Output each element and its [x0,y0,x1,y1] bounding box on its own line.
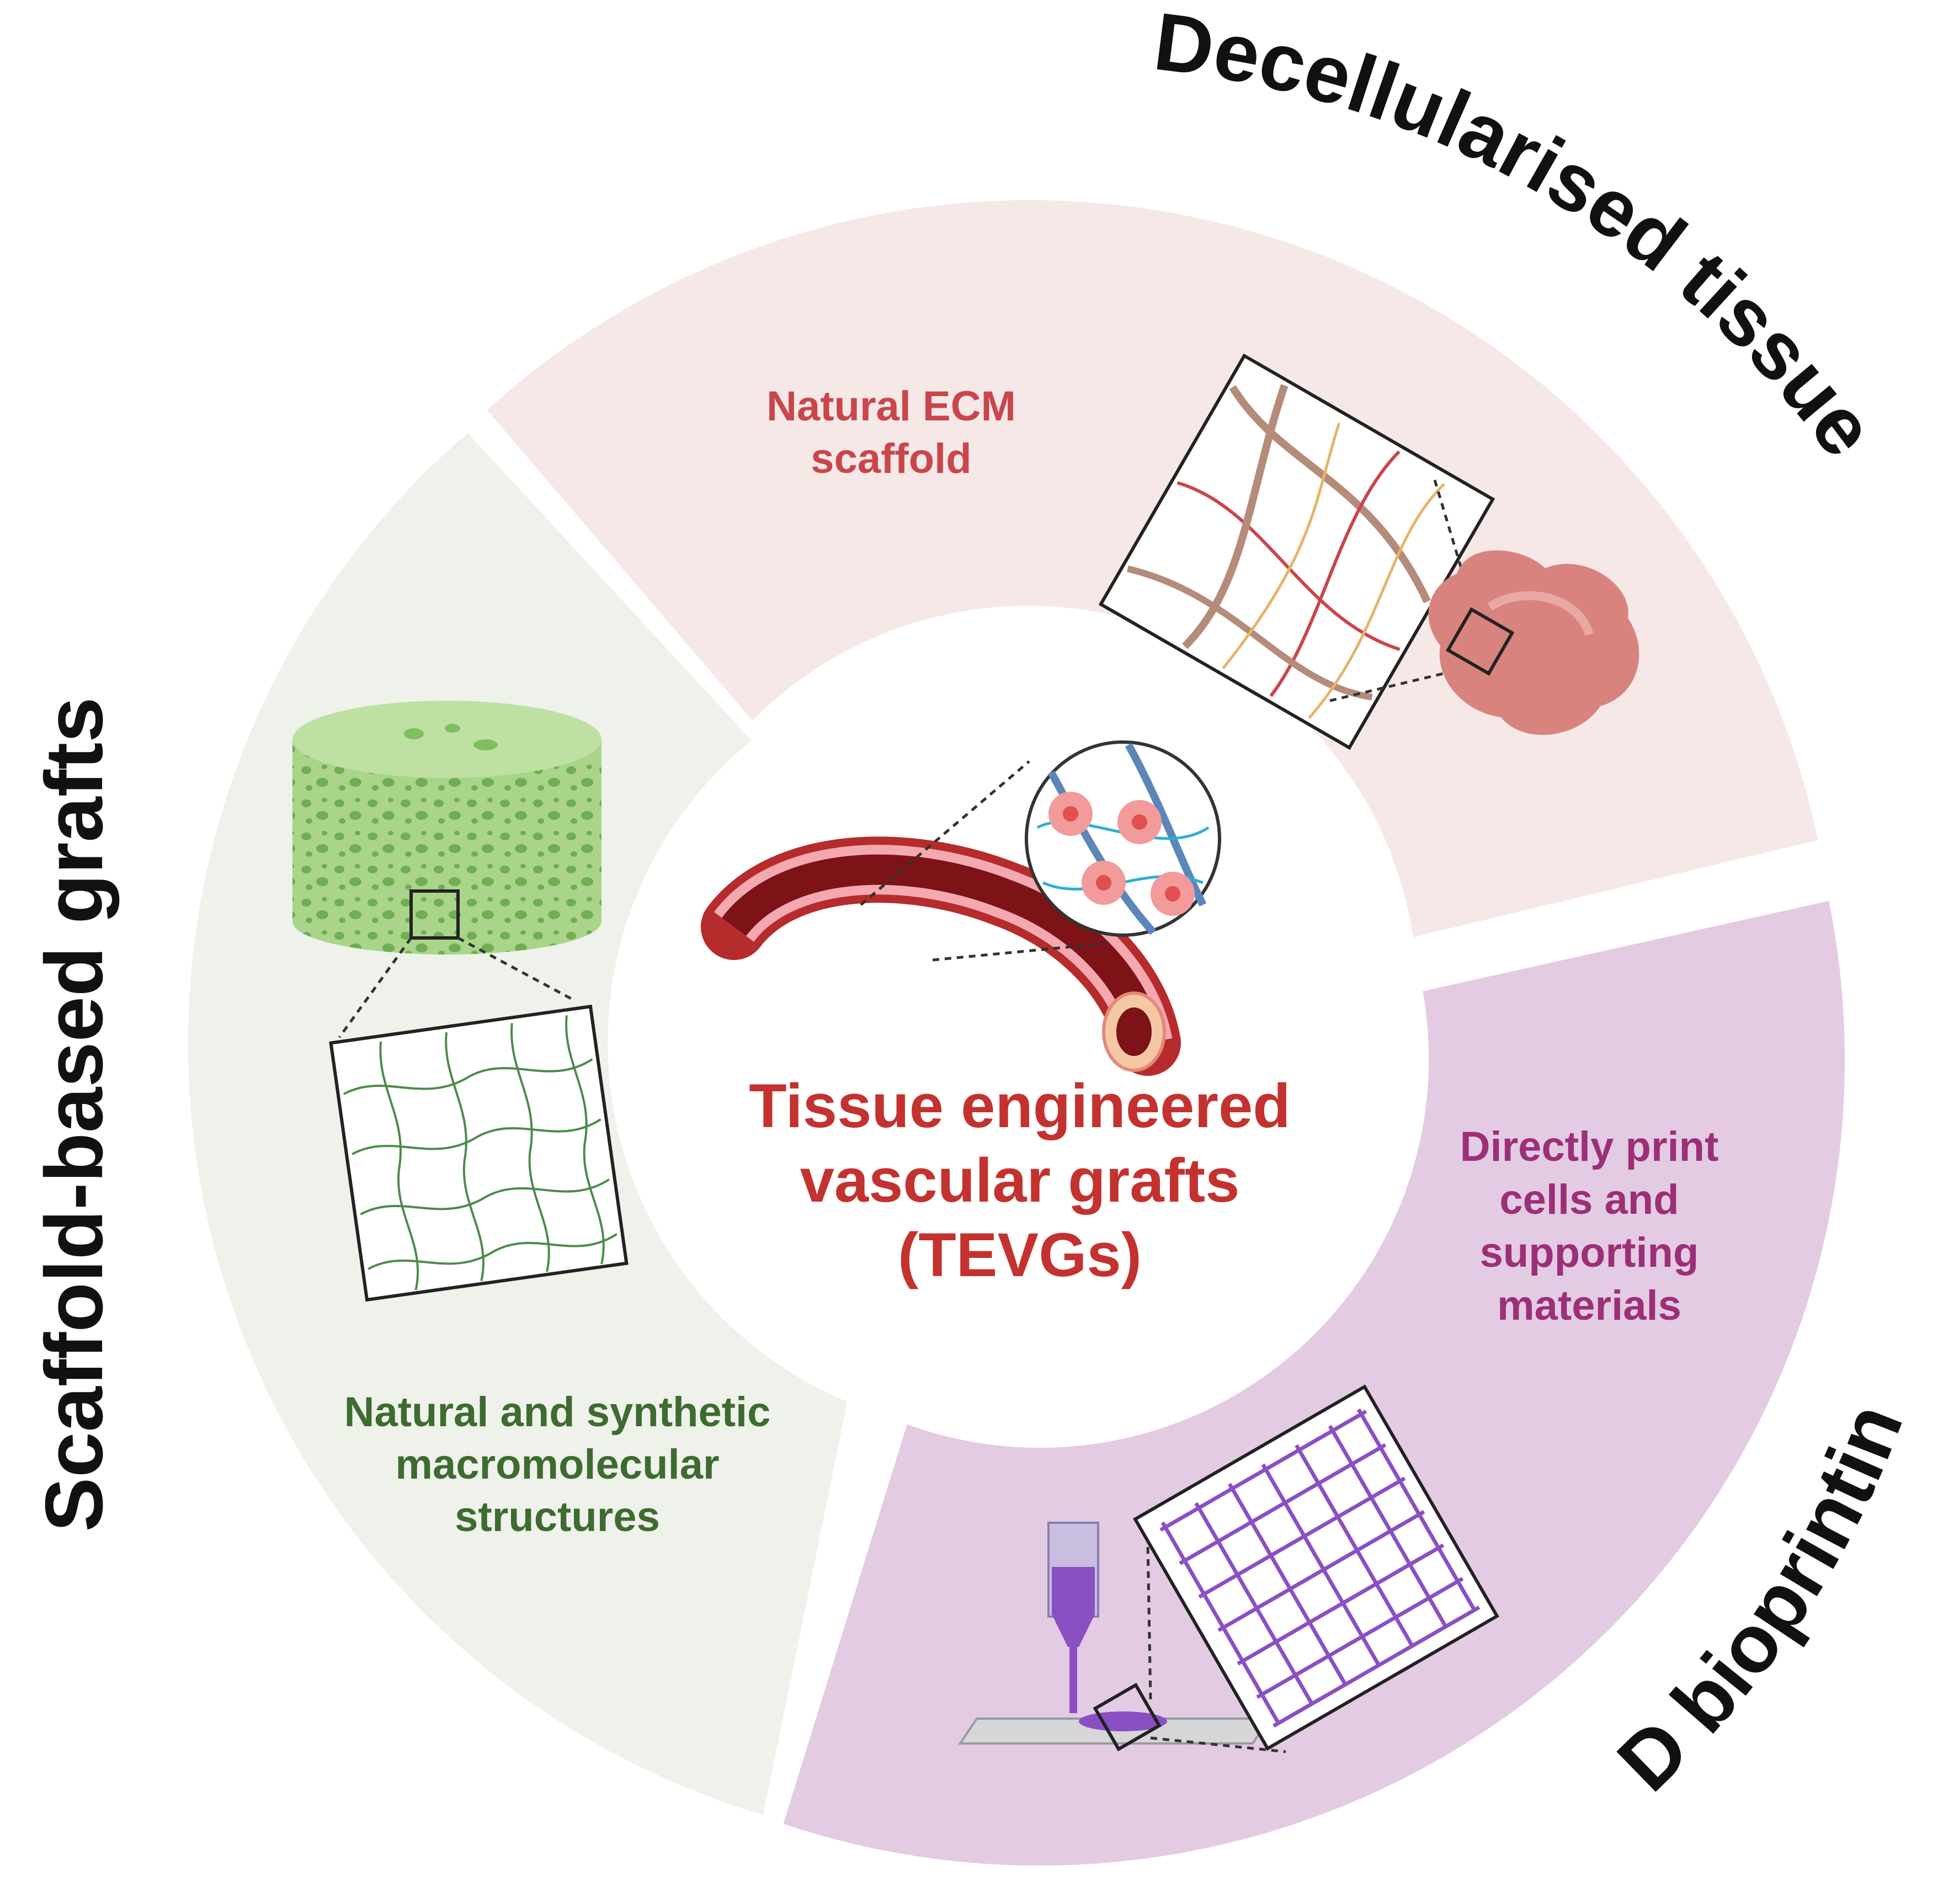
scaffold-description-line-2: macromolecular [395,1441,719,1488]
scaffold-description-line-1: Natural and synthetic [344,1389,771,1436]
center-title: Tissue engineered vascular grafts (TEVGs… [749,1071,1290,1289]
bioprint-description: Directly print cells and supporting mate… [1460,1123,1719,1329]
printed-grid-icon [1133,1384,1499,1753]
center-title-line-3: (TEVGs) [898,1220,1142,1289]
sponge-scaffold-icon [292,701,601,954]
bioprint-description-line-2: cells and [1499,1176,1679,1223]
scaffold-description: Natural and synthetic macromolecular str… [344,1389,771,1540]
vessel-icon [701,836,1181,1076]
ecm-fibers-icon [1098,353,1495,750]
bioprinter-icon [958,1522,1271,1752]
scaffold-description-line-3: structures [455,1494,660,1540]
scaffold-based-grafts-label: Scaffold-based grafts [29,697,120,1532]
mesh-network-icon [329,936,629,1302]
center-title-line-2: vascular grafts [800,1146,1240,1215]
tissue-blob-icon [1329,479,1639,735]
ecm-description: Natural ECM scaffold [766,383,1016,482]
bioprint-description-line-3: supporting [1480,1229,1699,1276]
bioprint-description-line-4: materials [1497,1282,1681,1329]
ecm-description-line-1: Natural ECM [766,383,1016,430]
center-title-line-1: Tissue engineered [749,1071,1290,1140]
segment-bioprinting [783,900,1845,1866]
ecm-description-line-2: scaffold [811,435,971,482]
cells-network-icon [860,740,1221,962]
bioprint-description-line-1: Directly print [1460,1123,1719,1170]
